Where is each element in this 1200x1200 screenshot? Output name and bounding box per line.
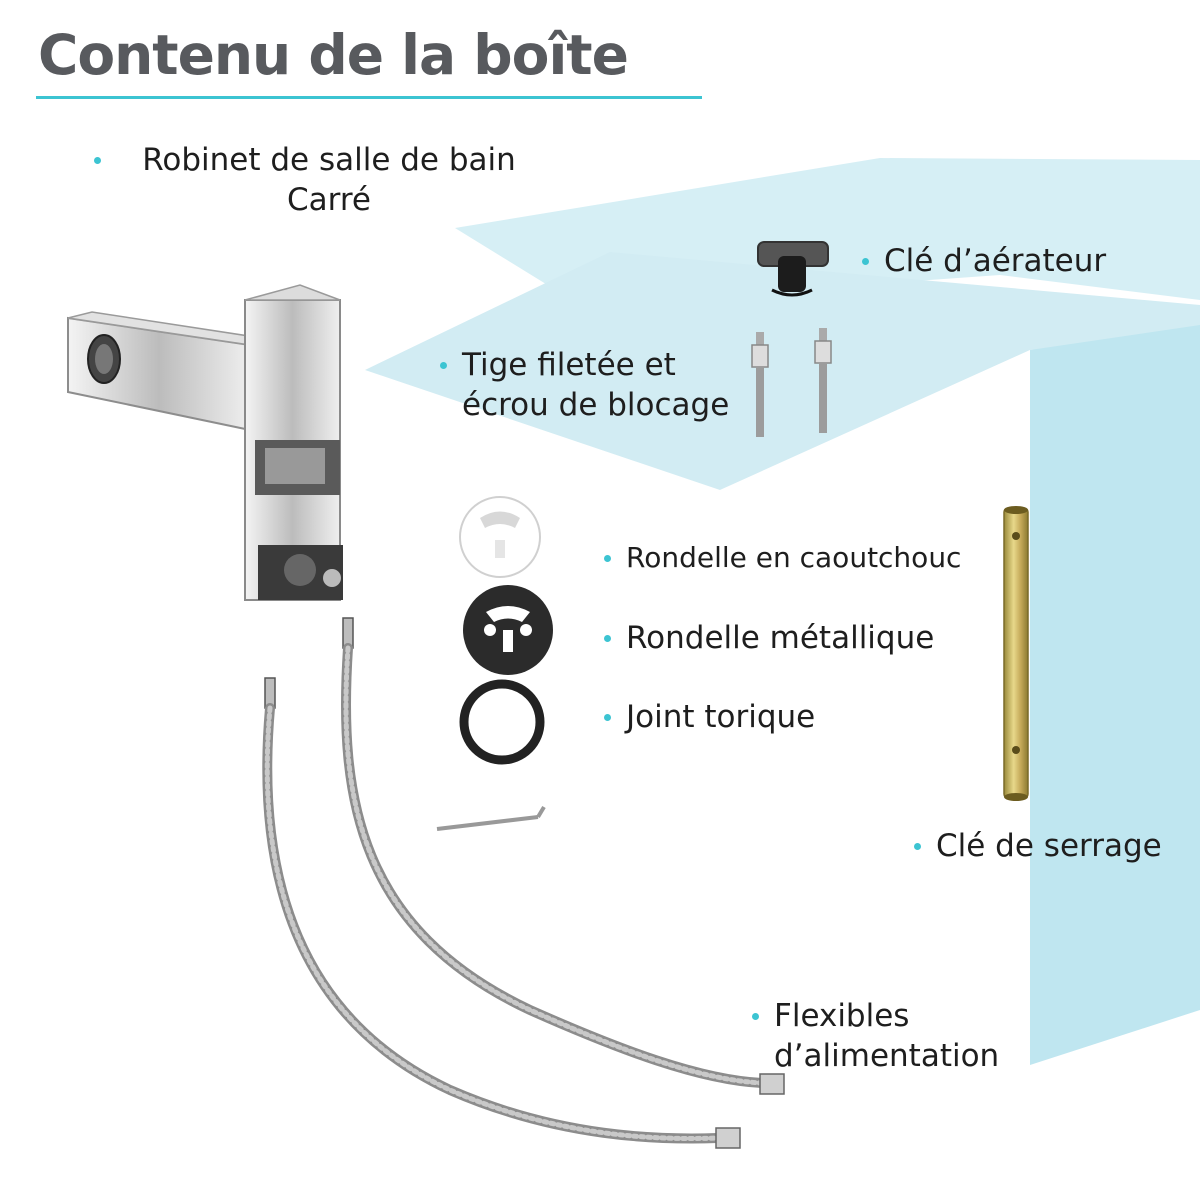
bullet-dot [914,843,921,850]
bullet-dot [604,635,611,642]
bullet-dot [752,1013,759,1020]
bullet-dot [604,555,611,562]
bullet-dot [862,258,869,265]
metal-washer-illustration [463,585,553,675]
label-rubber-washer: Rondelle en caoutchouc [604,538,961,578]
flexible-hoses-illustration [262,617,785,1149]
bullet-dot [94,157,101,164]
label-threaded-rod-line1: Tige filetée et [462,347,676,383]
bullet-dot [604,714,611,721]
allen-key-illustration [436,805,546,831]
label-hoses-line2: d’alimentation [774,1038,1000,1074]
o-ring-illustration [459,679,545,765]
rubber-washer-illustration [459,496,541,578]
box-top-panel [365,252,1200,490]
label-o-ring-text: Joint torique [626,699,816,735]
label-rubber-washer-text: Rondelle en caoutchouc [626,541,962,574]
label-o-ring: Joint torique [604,697,815,737]
label-tube-wrench: Clé de serrage [914,826,1162,866]
aerator-key-illustration [757,241,829,297]
label-metal-washer: Rondelle métallique [604,618,934,658]
label-tube-wrench-text: Clé de serrage [936,828,1162,864]
label-threaded-rod-line2: écrou de blocage [462,387,730,423]
label-hoses: Flexibles d’alimentation [752,996,999,1076]
threaded-rods-illustration [751,328,832,437]
tube-wrench-illustration [1003,506,1029,801]
page-title: Contenu de la boîte [38,23,629,87]
label-metal-washer-text: Rondelle métallique [626,620,935,656]
label-faucet-line2: Carré [287,182,371,218]
label-aerator-key: Clé d’aérateur [862,241,1106,281]
label-aerator-key-text: Clé d’aérateur [884,243,1107,279]
faucet-illustration [67,284,343,601]
box-side-panel [1030,325,1200,1065]
title-underline [36,96,702,99]
label-threaded-rod: Tige filetée et écrou de blocage [440,345,729,425]
bullet-dot [440,362,447,369]
label-faucet-line1: Robinet de salle de bain [142,142,516,178]
label-hoses-line1: Flexibles [774,998,910,1034]
label-faucet: Robinet de salle de bain Carré [94,140,564,220]
box-inner-panel [720,350,1030,1065]
